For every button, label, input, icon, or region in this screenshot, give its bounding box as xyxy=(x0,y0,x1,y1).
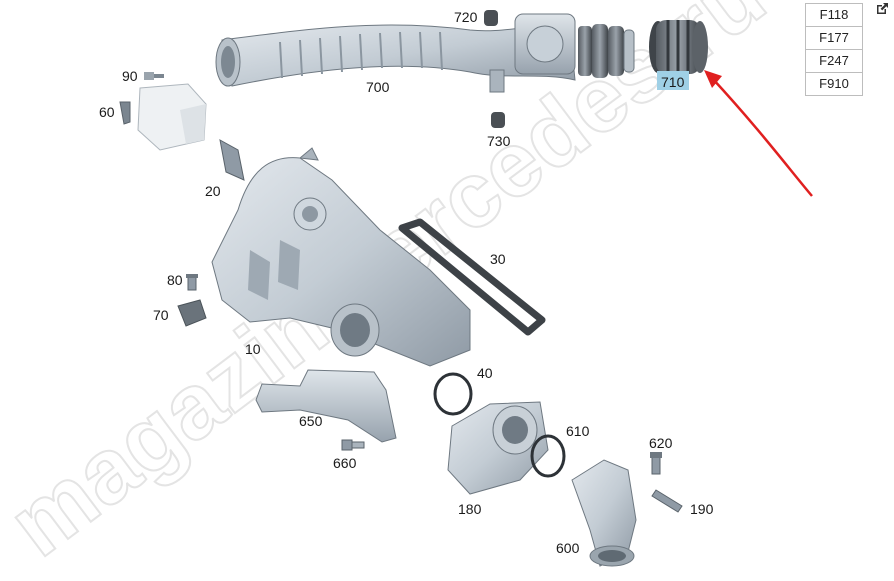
callout-90[interactable]: 90 xyxy=(122,68,138,84)
part-10-intake-manifold[interactable] xyxy=(211,147,471,367)
callout-80[interactable]: 80 xyxy=(167,272,183,288)
callout-700[interactable]: 700 xyxy=(366,79,390,95)
external-link-icon[interactable] xyxy=(874,1,890,17)
pointer-arrow xyxy=(704,70,813,197)
callout-60[interactable]: 60 xyxy=(99,104,115,120)
part-30-gasket[interactable] xyxy=(398,218,546,336)
side-table-item[interactable]: F177 xyxy=(806,27,862,50)
side-table: F118 F177 F247 F910 xyxy=(805,3,863,96)
part-190-screw[interactable] xyxy=(651,489,683,513)
callout-660[interactable]: 660 xyxy=(333,455,357,471)
side-table-item[interactable]: F118 xyxy=(806,4,862,27)
callout-190[interactable]: 190 xyxy=(690,501,714,517)
part-660-screw[interactable] xyxy=(341,439,365,451)
part-700-intake-pipe[interactable] xyxy=(215,13,576,93)
part-80-screw[interactable] xyxy=(186,274,198,291)
side-table-item[interactable]: F247 xyxy=(806,50,862,73)
part-620-screw[interactable] xyxy=(650,452,662,475)
callout-710[interactable]: 710 xyxy=(661,74,685,90)
part-60-bracket[interactable] xyxy=(119,101,131,125)
callout-600[interactable]: 600 xyxy=(556,540,580,556)
selected-callout-highlight xyxy=(657,71,689,90)
callout-180[interactable]: 180 xyxy=(458,501,482,517)
callout-650[interactable]: 650 xyxy=(299,413,323,429)
callout-20[interactable]: 20 xyxy=(205,183,221,199)
part-40-o-ring[interactable] xyxy=(433,372,473,416)
callout-70[interactable]: 70 xyxy=(153,307,169,323)
part-90-screw[interactable] xyxy=(144,72,164,80)
callout-620[interactable]: 620 xyxy=(649,435,673,451)
part-720-rubber-mount[interactable] xyxy=(484,10,498,26)
callout-730[interactable]: 730 xyxy=(487,133,511,149)
part-actuator[interactable] xyxy=(137,83,207,151)
callout-610[interactable]: 610 xyxy=(566,423,590,439)
callout-40[interactable]: 40 xyxy=(477,365,493,381)
part-710-hose[interactable] xyxy=(649,20,708,74)
part-600-connector-pipe[interactable] xyxy=(571,459,637,567)
callout-720[interactable]: 720 xyxy=(454,9,478,25)
part-610-o-ring[interactable] xyxy=(530,434,566,478)
part-730-rubber-mount[interactable] xyxy=(491,112,505,128)
callout-10[interactable]: 10 xyxy=(245,341,261,357)
callout-30[interactable]: 30 xyxy=(490,251,506,267)
part-180-throttle-body[interactable] xyxy=(447,401,549,495)
part-20-gasket[interactable] xyxy=(219,139,245,181)
part-70-sensor[interactable] xyxy=(177,299,207,327)
side-table-item[interactable]: F910 xyxy=(819,76,849,91)
part-700-hose-end[interactable] xyxy=(578,24,635,78)
part-650-heat-shield[interactable] xyxy=(255,369,397,443)
